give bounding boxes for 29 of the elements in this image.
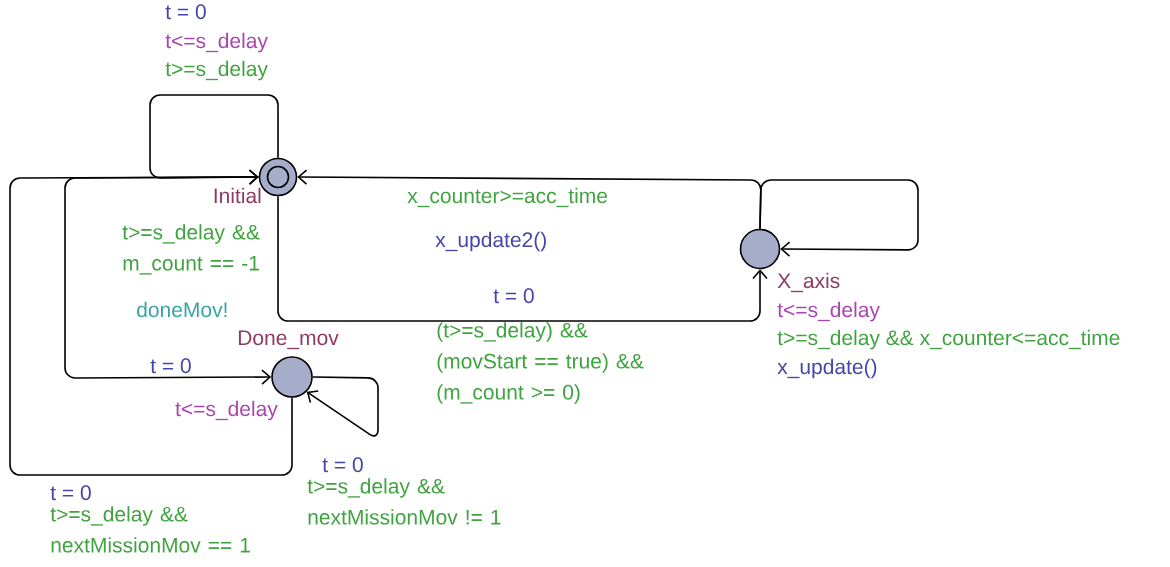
state-name: Done_mov — [238, 330, 339, 350]
sync-label: doneMov! — [137, 301, 227, 318]
transition-arrow — [306, 376, 379, 437]
transition-arrow — [149, 94, 279, 185]
update-label: t = 0 — [50, 485, 91, 501]
guard-label: t>=s_delay && nextMissionMov == 1 — [50, 506, 250, 553]
guard-label: t>=s_delay && x_counter<=acc_time — [777, 329, 1120, 350]
transition-arrow — [64, 176, 272, 385]
update-label: t = 0 — [150, 358, 191, 374]
location-circle — [271, 356, 313, 398]
transition-arrow — [277, 195, 768, 322]
update-label: t = 0 — [493, 288, 534, 304]
transition-arrow — [9, 169, 293, 476]
update-label: x_update() — [777, 358, 877, 379]
invariant-label: t<=s_delay — [165, 32, 268, 53]
update-label: t = 0 — [322, 457, 363, 473]
state-name: Initial — [214, 187, 261, 204]
invariant-label: t<=s_delay — [777, 301, 880, 322]
guard-label: t>=s_delay && nextMissionMov != 1 — [307, 478, 501, 525]
invariant-label: t<=s_delay — [175, 400, 278, 421]
guard-label: (t>=s_delay) && (movStart == true) && (m_count >= 0) — [437, 322, 644, 404]
update-label: x_update2() — [435, 231, 546, 252]
state-name: X_axis — [777, 272, 840, 293]
transition-arrow — [759, 179, 919, 257]
guard-label: t>=s_delay && m_count == -1 — [122, 224, 260, 275]
location-circle — [739, 228, 781, 270]
guard-label: x_counter>=acc_time — [407, 187, 608, 208]
guard-label: t>=s_delay — [165, 60, 268, 81]
update-label: t = 0 — [165, 4, 206, 20]
